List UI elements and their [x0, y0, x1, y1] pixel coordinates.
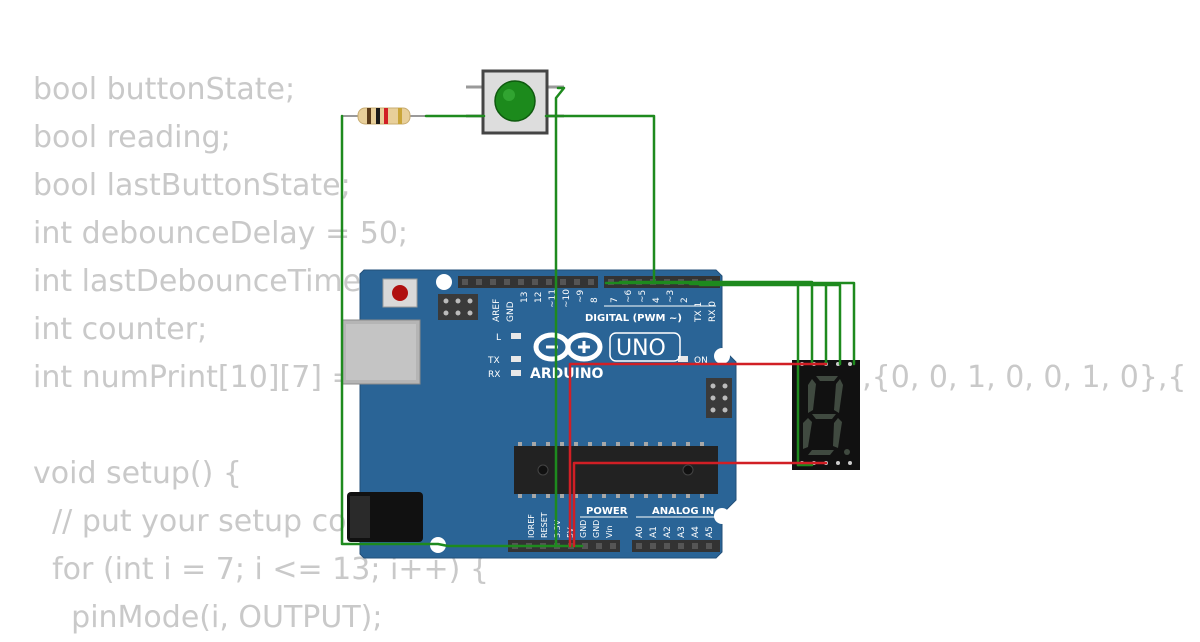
mounting-hole: [714, 508, 730, 524]
pin-label: 7: [610, 297, 620, 303]
button-cap: [494, 80, 536, 122]
pushbutton[interactable]: [466, 69, 564, 135]
led-rx: [511, 370, 521, 376]
wires: [340, 86, 856, 548]
pin-label: GND: [506, 301, 516, 322]
pin-label: 3.3V: [553, 519, 562, 538]
code-line: bool buttonState;: [33, 72, 296, 107]
led-label-on: ON: [694, 356, 708, 366]
wire-red-bottom: [572, 461, 828, 548]
logo-infinity-right: [565, 332, 603, 362]
led-tx: [511, 356, 521, 362]
code-line: // put your setup co: [33, 504, 347, 539]
resistor-band: [376, 108, 380, 124]
pin-label: ~5: [638, 290, 648, 303]
pin-label: A2: [663, 526, 673, 538]
resistor[interactable]: [342, 107, 426, 125]
code-line: int lastDebounceTime: [33, 264, 362, 299]
mounting-hole: [436, 274, 452, 290]
resistor-band: [384, 108, 388, 124]
pin-label: AREF: [492, 299, 502, 322]
code-line: void setup() {: [33, 456, 242, 491]
pin-label: A1: [649, 526, 659, 538]
led-l: [511, 333, 521, 339]
pin-label: A4: [691, 526, 701, 538]
wire-green-resistor-gnd: [340, 114, 584, 548]
microcontroller-chip: [514, 442, 718, 498]
mounting-hole: [714, 348, 730, 364]
wire-green-display-e: [710, 281, 856, 366]
pin-label: A3: [677, 526, 687, 538]
code-line: int debounceDelay = 50;: [33, 216, 409, 251]
pin-label: ~3: [666, 290, 676, 303]
pin-label: A5: [705, 526, 715, 538]
led-label-tx: TX: [487, 356, 500, 366]
code-listing: bool buttonState; bool reading; bool lastB…: [33, 66, 1187, 642]
pin-label: A0: [635, 526, 645, 538]
pin-label: ~9: [576, 289, 586, 303]
wire-green-button-5v: [554, 86, 566, 548]
pin-label: GND: [592, 520, 601, 538]
seven-segment-display: [792, 360, 860, 470]
code-line: for (int i = 7; i <= 13; i++) {: [33, 552, 489, 587]
pin-label: 8: [590, 297, 600, 303]
analog-header[interactable]: [632, 540, 720, 552]
status-leds: L TX RX ON: [487, 333, 708, 380]
pin-label: TX 1: [694, 302, 704, 323]
pin-label: RESET: [540, 512, 549, 538]
pin-label: 4: [652, 297, 662, 303]
led-on: [678, 356, 688, 362]
pin-label: 13: [520, 292, 530, 303]
arduino-logo: ARDUINO UNO: [530, 332, 681, 382]
model-badge: [609, 332, 681, 362]
icsp-header-top: [438, 294, 478, 320]
power-section-label: POWER: [586, 506, 628, 517]
icsp-header-right: [706, 378, 732, 418]
pin-label: ~11: [548, 289, 558, 308]
button-cap-highlight: [503, 89, 515, 101]
code-line: pinMode(i, OUTPUT);: [33, 600, 383, 635]
logo-text: ARDUINO: [530, 366, 604, 382]
pin-label: ~10: [562, 289, 572, 308]
led-label-rx: RX: [488, 370, 500, 380]
code-line: bool reading;: [33, 120, 231, 155]
digital-pin-labels: AREF GND 13 12 ~11 ~10 ~9 8 7 ~6 ~5 4 ~3…: [492, 289, 718, 324]
wire-green-button-pin: [544, 114, 656, 285]
pin-label: GND: [579, 520, 588, 538]
pin-label: RX 0: [708, 301, 718, 322]
resistor-band: [367, 108, 371, 124]
resistor-band: [398, 108, 402, 124]
display-segments: [803, 376, 850, 455]
arduino-uno-board[interactable]: AREF GND 13 12 ~11 ~10 ~9 8 7 ~6 ~5 4 ~3…: [341, 269, 737, 559]
digital-section-label: DIGITAL (PWM ~): [585, 313, 682, 324]
wire-green-display-d: [698, 283, 842, 366]
usb-connector-face: [346, 324, 416, 380]
power-jack-side: [350, 496, 370, 538]
pin-label: 12: [534, 292, 544, 303]
model-text: UNO: [616, 336, 666, 361]
pin-label: Vin: [605, 525, 614, 538]
code-line: bool lastButtonState;: [33, 168, 351, 203]
pin-label: 2: [680, 297, 690, 303]
wire-red-top: [568, 362, 828, 548]
analog-section-label: ANALOG IN: [652, 506, 714, 517]
code-line: int counter;: [33, 312, 208, 347]
pin-label: IOREF: [527, 514, 536, 538]
pin-label: ~6: [624, 289, 634, 303]
led-label-l: L: [496, 333, 501, 343]
reset-button-cap[interactable]: [392, 285, 408, 301]
